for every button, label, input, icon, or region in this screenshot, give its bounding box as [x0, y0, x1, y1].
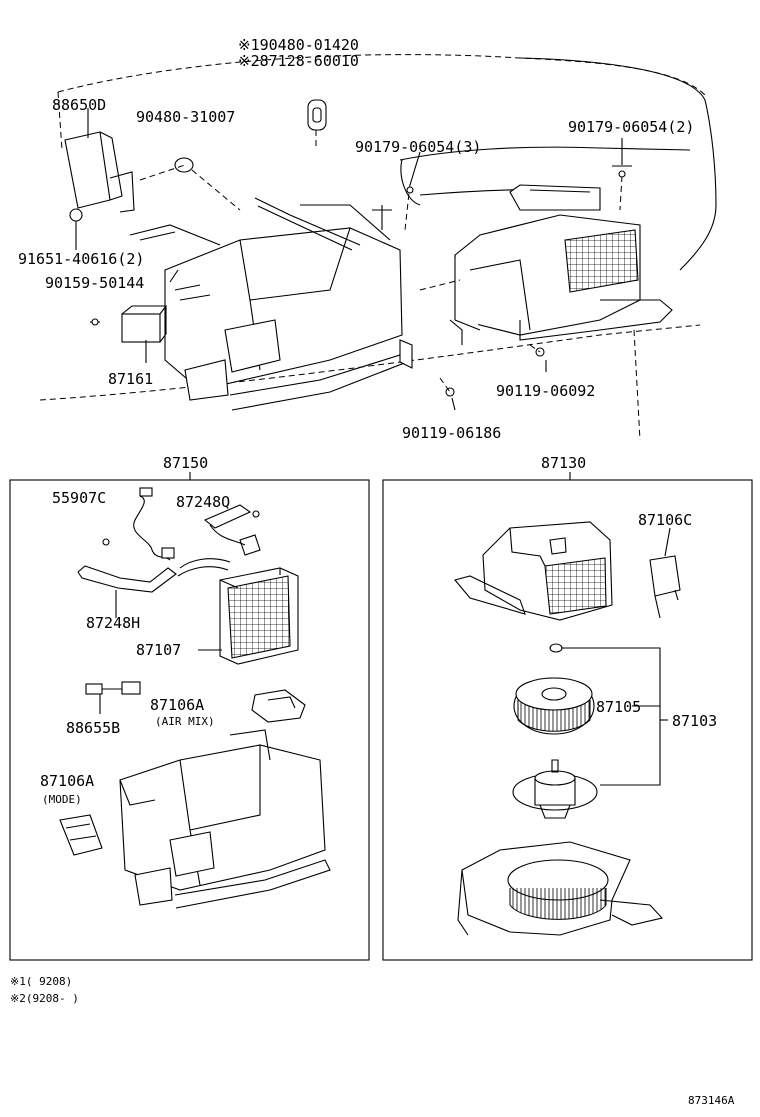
part-91651-grommet — [69, 208, 83, 222]
heater-case-left — [119, 729, 331, 909]
label-87106A-airmix: 87106A — [150, 696, 204, 714]
label-mode-note: (MODE) — [42, 793, 82, 806]
label-91651-40616: 91651-40616(2) — [18, 250, 144, 268]
label-90480-31007: 90480-31007 — [136, 108, 235, 126]
label-87103: 87103 — [672, 712, 717, 730]
part-87128-clip — [307, 99, 327, 131]
label-87248Q: 87248Q — [176, 493, 230, 511]
blower-unit-top — [449, 184, 673, 345]
footnote-1: ※1( 9208) — [10, 975, 72, 988]
blower-case-lower — [457, 841, 664, 936]
box-87130 — [382, 479, 753, 961]
label-87150: 87150 — [163, 454, 208, 472]
group-87150: 87150 55907C 87248Q 87248H 87107 8 — [9, 454, 370, 961]
label-90159-50144: 90159-50144 — [45, 274, 144, 292]
part-88650D-shape — [64, 131, 111, 209]
label-90119-06186: 90119-06186 — [402, 424, 501, 442]
part-87107-heater-core — [219, 567, 299, 665]
label-87107: 87107 — [136, 641, 181, 659]
part-87105-fan — [513, 677, 595, 735]
label-90480-01420: ※190480-01420 — [238, 36, 359, 54]
part-90480-grommet — [174, 157, 194, 173]
blower-case-upper — [454, 521, 613, 621]
label-airmix-note: (AIR MIX) — [155, 715, 215, 728]
label-87105: 87105 — [596, 698, 641, 716]
label-87106A-mode: 87106A — [40, 772, 94, 790]
footnote-2: ※2(9208- ) — [10, 992, 79, 1005]
label-90179-06054-3: 90179-06054(3) — [355, 138, 481, 156]
label-90179-06054-2: 90179-06054(2) — [568, 118, 694, 136]
label-87106C: 87106C — [638, 511, 692, 529]
heater-unit-top — [129, 197, 414, 411]
label-87161: 87161 — [108, 370, 153, 388]
figure-id: 873146A — [688, 1094, 735, 1107]
label-87128-60010: ※287128-60010 — [238, 52, 359, 70]
label-88650D: 88650D — [52, 96, 106, 114]
part-motor — [512, 759, 598, 819]
group-87130: 87130 87106C 87105 87103 — [382, 454, 753, 961]
label-55907C: 55907C — [52, 489, 106, 507]
label-87248H: 87248H — [86, 614, 140, 632]
label-88655B: 88655B — [66, 719, 120, 737]
label-90119-06092: 90119-06092 — [496, 382, 595, 400]
top-assembly: ※190480-01420 ※287128-60010 88650D 90480… — [18, 36, 717, 442]
part-87161-shape — [121, 313, 161, 343]
label-87130: 87130 — [541, 454, 586, 472]
